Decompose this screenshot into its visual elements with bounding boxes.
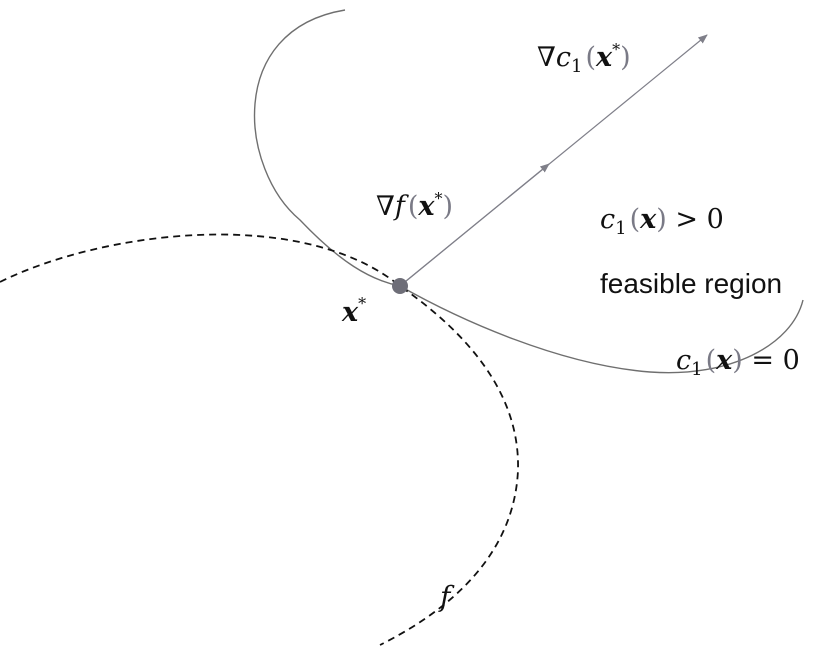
constraint-positive-label: c1(x) > 0 xyxy=(600,204,724,239)
constraint-zero-label: c1(x) = 0 xyxy=(676,345,800,380)
optimum-point xyxy=(392,278,408,294)
feasible-region-label: feasible region xyxy=(600,268,782,299)
optimum-label: x* xyxy=(341,294,366,328)
grad-f-arrow xyxy=(399,163,550,287)
grad-c1-label: ∇c1(x*) xyxy=(537,40,631,77)
grad-f-label: ∇f(x*) xyxy=(376,189,453,222)
constraint-curve xyxy=(253,9,804,374)
objective-contour xyxy=(0,233,519,646)
